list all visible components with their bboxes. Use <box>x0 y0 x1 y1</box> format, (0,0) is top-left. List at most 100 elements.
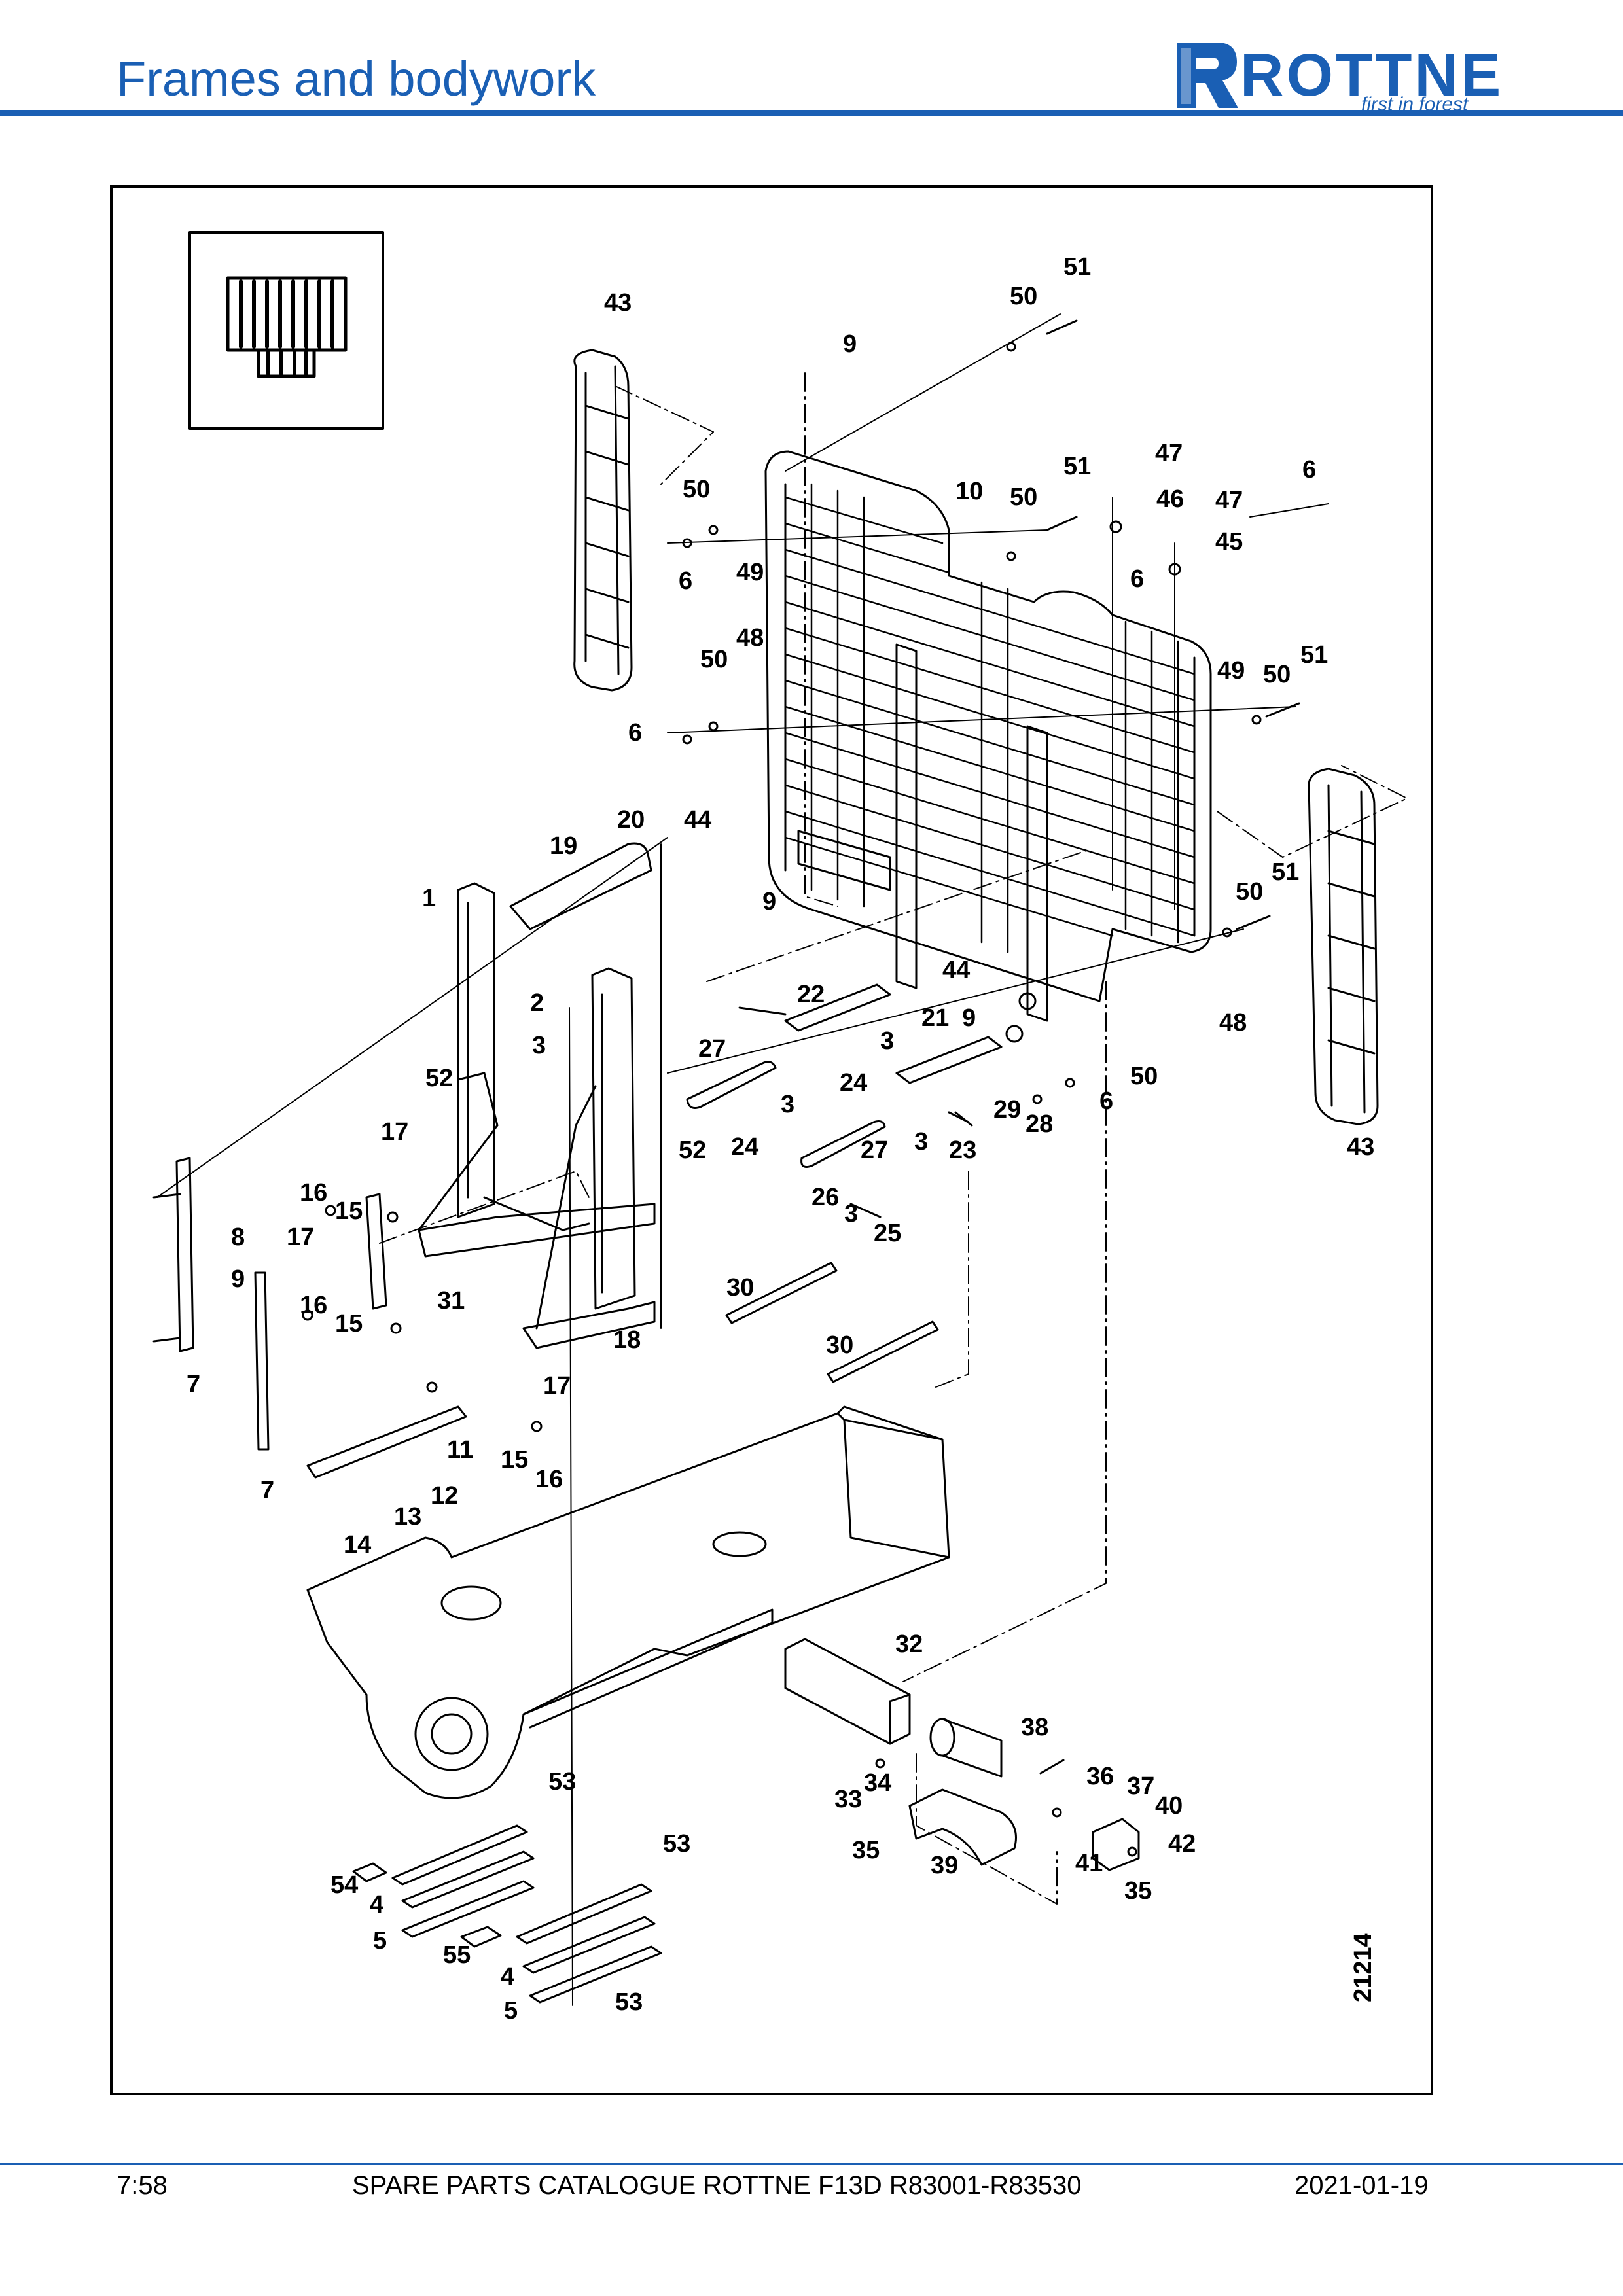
callout-c21: 21 <box>921 1004 949 1032</box>
fastener-lines <box>156 313 1329 2006</box>
callout-c24b: 24 <box>731 1133 758 1161</box>
callout-c4a: 4 <box>370 1891 383 1918</box>
callout-c33: 33 <box>834 1786 862 1813</box>
roof-shield <box>509 842 652 930</box>
callout-c8: 8 <box>231 1224 245 1251</box>
assembly-lines <box>379 372 1408 1905</box>
link-arms <box>686 983 1003 1168</box>
bearing-sleeve <box>929 1718 1003 1778</box>
callout-c46: 46 <box>1156 486 1184 513</box>
callout-c45: 45 <box>1215 528 1243 556</box>
drawing-number: 21214 <box>1349 1933 1377 2002</box>
callout-c3c: 3 <box>781 1091 794 1118</box>
callout-c28: 28 <box>1026 1110 1053 1138</box>
callout-c13: 13 <box>394 1503 421 1530</box>
header-rule <box>0 110 1623 116</box>
callout-c7a: 7 <box>187 1371 200 1398</box>
callout-c30a: 30 <box>726 1274 754 1301</box>
callout-c51d: 51 <box>1272 858 1299 886</box>
callout-c17c: 17 <box>543 1372 571 1400</box>
cradle-bracket <box>908 1788 1017 1866</box>
callout-c35a: 35 <box>852 1837 880 1864</box>
callout-c6d: 6 <box>628 719 642 747</box>
callout-c9b: 9 <box>762 888 776 915</box>
rottne-logo: ROTTNE first in forest <box>1171 36 1512 115</box>
callout-c50d: 50 <box>700 646 728 673</box>
callout-c7b: 7 <box>260 1477 274 1504</box>
callout-c2: 2 <box>530 989 544 1017</box>
callout-c49a: 49 <box>736 559 764 586</box>
callout-c50f: 50 <box>1236 878 1263 906</box>
callout-c3b: 3 <box>880 1027 894 1055</box>
callout-c42: 42 <box>1168 1830 1196 1858</box>
publication-date: 2021-01-19 <box>1294 2171 1429 2200</box>
callout-c49b: 49 <box>1217 657 1245 684</box>
callout-c35b: 35 <box>1124 1877 1152 1905</box>
callout-c38: 38 <box>1021 1714 1048 1741</box>
callout-c6b: 6 <box>679 567 692 595</box>
upright-post-rear <box>418 882 656 1258</box>
callout-c12: 12 <box>431 1482 458 1510</box>
callout-c9c: 9 <box>962 1004 976 1032</box>
callout-c47b: 47 <box>1215 487 1243 514</box>
callout-c22: 22 <box>797 981 825 1008</box>
callout-c5a: 5 <box>373 1927 387 1954</box>
callout-c52b: 52 <box>679 1137 706 1164</box>
cylinders <box>306 1193 467 1479</box>
callout-c55: 55 <box>443 1941 471 1969</box>
callout-c9d: 9 <box>231 1265 245 1293</box>
exploded-parts-diagram: 5150439514765010504647456496485051495062… <box>152 231 1408 2024</box>
callout-c16c: 16 <box>535 1466 563 1493</box>
callout-c3a: 3 <box>532 1032 546 1059</box>
logo-wordmark: ROTTNE <box>1240 42 1504 109</box>
callout-c24a: 24 <box>840 1069 867 1097</box>
callout-c16b: 16 <box>300 1292 327 1319</box>
callout-c41: 41 <box>1075 1850 1103 1877</box>
callout-c14: 14 <box>344 1531 371 1559</box>
callout-c16a: 16 <box>300 1179 327 1207</box>
callout-c17a: 17 <box>381 1118 408 1146</box>
callout-c36: 36 <box>1086 1763 1114 1790</box>
callout-c11: 11 <box>447 1436 473 1464</box>
callout-c51b: 51 <box>1063 453 1091 480</box>
cab-guard-grille <box>764 450 1212 1002</box>
catalogue-title: SPARE PARTS CATALOGUE ROTTNE F13D R83001… <box>352 2171 1082 2200</box>
callout-c9a: 9 <box>843 330 857 358</box>
callout-c48b: 48 <box>1219 1009 1247 1036</box>
callout-c10: 10 <box>955 478 983 505</box>
callout-c44b: 44 <box>942 957 970 984</box>
side-guard-left <box>573 349 633 692</box>
callout-c20: 20 <box>617 806 645 834</box>
callout-c6c: 6 <box>1130 565 1144 593</box>
footer-rule <box>0 2163 1623 2165</box>
callout-c15b: 15 <box>335 1310 363 1337</box>
callout-c23: 23 <box>949 1137 976 1164</box>
callout-c54: 54 <box>330 1871 358 1899</box>
page-number: 7:58 <box>116 2171 168 2200</box>
callout-c51a: 51 <box>1063 253 1091 281</box>
page-title: Frames and bodywork <box>116 52 596 106</box>
callout-c50e: 50 <box>1263 661 1291 688</box>
callout-c37: 37 <box>1127 1773 1154 1800</box>
callout-c18: 18 <box>613 1326 641 1354</box>
callout-c15c: 15 <box>501 1446 528 1474</box>
callout-c50g: 50 <box>1130 1063 1158 1090</box>
callout-c29: 29 <box>993 1096 1021 1123</box>
callout-c30b: 30 <box>826 1332 853 1359</box>
callout-c50b: 50 <box>683 476 710 503</box>
callout-c53b: 53 <box>663 1830 690 1858</box>
callout-c6a: 6 <box>1302 456 1316 484</box>
callout-c4b: 4 <box>501 1963 514 1990</box>
callout-c6e: 6 <box>1099 1087 1113 1115</box>
callout-c53a: 53 <box>548 1768 576 1795</box>
callout-c27b: 27 <box>861 1137 888 1164</box>
callout-c53c: 53 <box>615 1988 643 2016</box>
figure-frame <box>110 185 1433 2095</box>
side-guard-right <box>1308 768 1379 1125</box>
support-tube <box>784 1638 911 1745</box>
locator-thumbnail <box>188 231 384 430</box>
callout-c32: 32 <box>895 1631 923 1658</box>
callout-c43a: 43 <box>604 289 632 317</box>
grille-posts <box>797 643 1048 1022</box>
